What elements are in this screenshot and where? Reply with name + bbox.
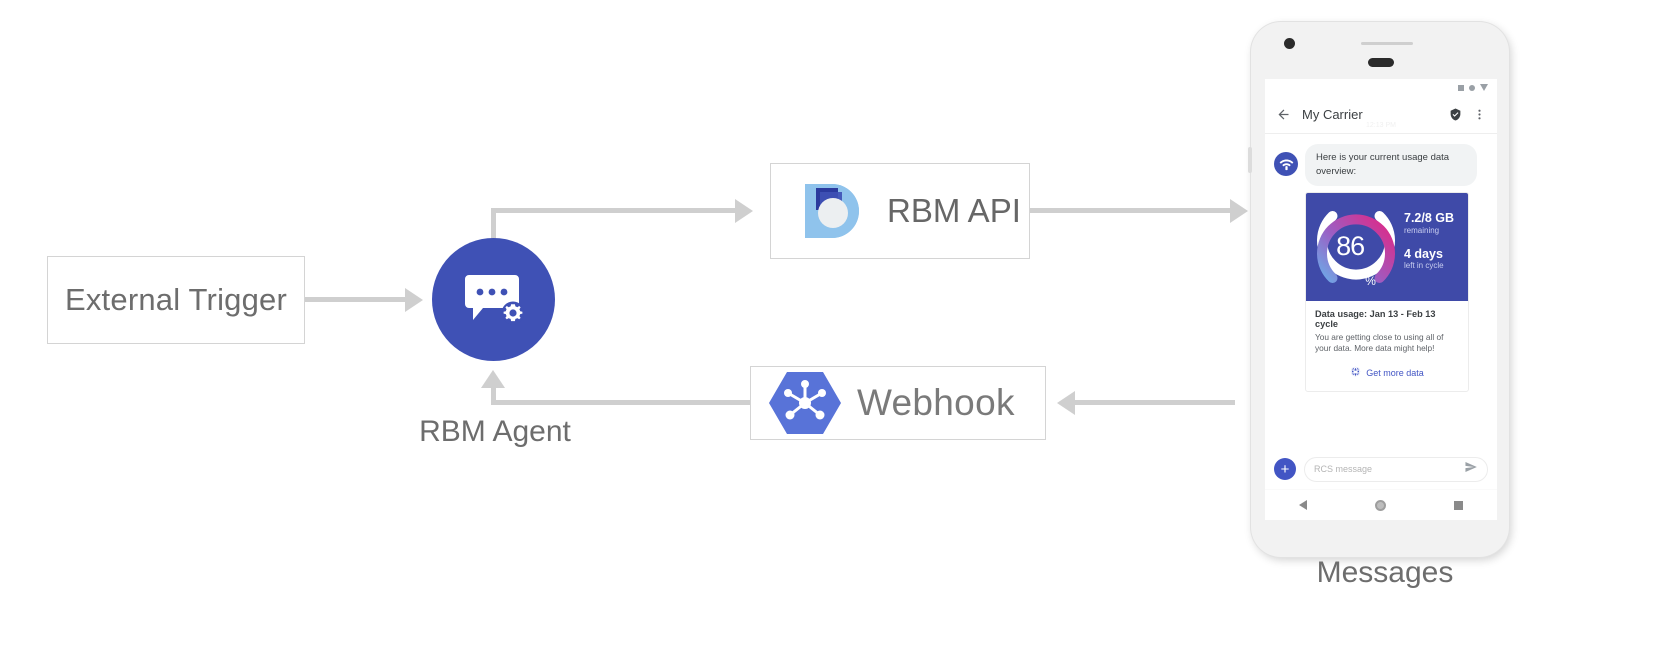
hero-stats: 7.2/8 GB remaining 4 days left in cycle [1402, 211, 1454, 282]
conversation-area: 12:13 PM Here is your current usage data… [1265, 122, 1497, 465]
status-bar [1265, 79, 1497, 96]
avatar [1274, 152, 1298, 176]
app-bar: My Carrier [1265, 96, 1497, 134]
android-nav-bar [1265, 489, 1497, 520]
phone-mockup: My Carrier 12:13 PM [1248, 22, 1509, 557]
nav-back-triangle-icon[interactable] [1299, 500, 1307, 510]
connector-rbmapi-to-phone [1030, 208, 1230, 213]
back-arrow-icon[interactable] [1276, 107, 1291, 122]
stat-data-remaining-value: 7.2/8 GB [1404, 211, 1455, 226]
app-bar-title: My Carrier [1302, 107, 1363, 122]
connector-webhook-to-agent [491, 400, 750, 405]
rbm-teardrop-icon [793, 172, 871, 250]
connector-trigger-to-agent [305, 297, 405, 302]
webhook-label: Webhook [857, 382, 1015, 423]
get-more-data-button[interactable]: Get more data [1315, 364, 1459, 385]
gauge-percent: 86 % [1310, 201, 1402, 293]
webhook-node[interactable]: Webhook [750, 366, 1046, 440]
stat-days-left-value: 4 days [1404, 246, 1443, 261]
rcs-message-input[interactable]: RCS message [1304, 456, 1488, 482]
plus-icon[interactable]: + [1274, 458, 1296, 480]
nav-home-circle-icon[interactable] [1375, 499, 1386, 511]
send-icon[interactable] [1464, 460, 1478, 479]
front-camera-icon [1284, 38, 1295, 49]
arrowhead-phone-to-webhook [1057, 391, 1075, 415]
rbm-api-label: RBM API [887, 192, 1021, 229]
earpiece [1368, 58, 1394, 67]
conversation-timestamp: 12:13 PM [1366, 122, 1396, 129]
hexagon-nodes-icon [769, 370, 841, 436]
stat-days-left-caption: left in cycle [1404, 260, 1444, 270]
messages-label: Messages [1316, 556, 1454, 589]
external-trigger-node[interactable]: External Trigger [47, 256, 305, 344]
verified-shield-icon[interactable] [1449, 108, 1462, 121]
rich-card[interactable]: 86 % 7.2/8 GB remaining 4 days left in c… [1305, 191, 1469, 392]
connector-agent-to-rbmapi [491, 208, 735, 213]
more-vert-icon[interactable] [1473, 108, 1486, 121]
rcs-message-placeholder: RCS message [1314, 464, 1373, 474]
gauge-percent-unit: % [1365, 273, 1376, 288]
phone-screen: My Carrier 12:13 PM [1265, 79, 1497, 520]
rbm-agent-node[interactable] [432, 238, 555, 361]
get-more-data-label: Get more data [1366, 367, 1424, 378]
rich-card-description: You are getting close to using all of yo… [1315, 331, 1444, 354]
rbm-agent-label: RBM Agent [419, 415, 571, 448]
arrowhead-agent-to-rbmapi [735, 199, 753, 223]
wifi-dot-icon [1469, 84, 1475, 91]
phone-power-button[interactable] [1248, 147, 1252, 173]
chat-gear-icon [464, 274, 524, 324]
arrowhead-webhook-to-agent [481, 370, 505, 388]
connector-agent-up-return [491, 388, 496, 402]
speaker-grille [1361, 42, 1413, 45]
nav-recents-square-icon[interactable] [1454, 500, 1463, 510]
rich-card-body: Data usage: Jan 13 - Feb 13 cycle You ar… [1306, 301, 1468, 391]
incoming-message-row: Here is your current usage data overview… [1274, 144, 1488, 186]
globe-icon [1350, 364, 1361, 382]
gauge-percent-value: 86 [1336, 231, 1365, 262]
signal-square-icon [1458, 84, 1464, 91]
connector-phone-to-webhook [1075, 400, 1235, 405]
rich-card-hero: 86 % 7.2/8 GB remaining 4 days left in c… [1306, 192, 1468, 301]
arrowhead-trigger-to-agent [405, 288, 423, 312]
battery-triangle-icon [1480, 84, 1488, 91]
rich-card-title: Data usage: Jan 13 - Feb 13 cycle [1315, 308, 1436, 329]
incoming-message-bubble: Here is your current usage data overview… [1305, 144, 1477, 186]
message-composer: + RCS message [1265, 449, 1497, 489]
external-trigger-label: External Trigger [64, 282, 288, 317]
arrowhead-rbmapi-to-phone [1230, 199, 1248, 223]
rbm-api-node[interactable]: RBM API [770, 163, 1030, 259]
connector-agent-up [491, 208, 496, 246]
data-usage-gauge: 86 % [1310, 201, 1402, 293]
stat-data-remaining-caption: remaining [1404, 225, 1440, 235]
